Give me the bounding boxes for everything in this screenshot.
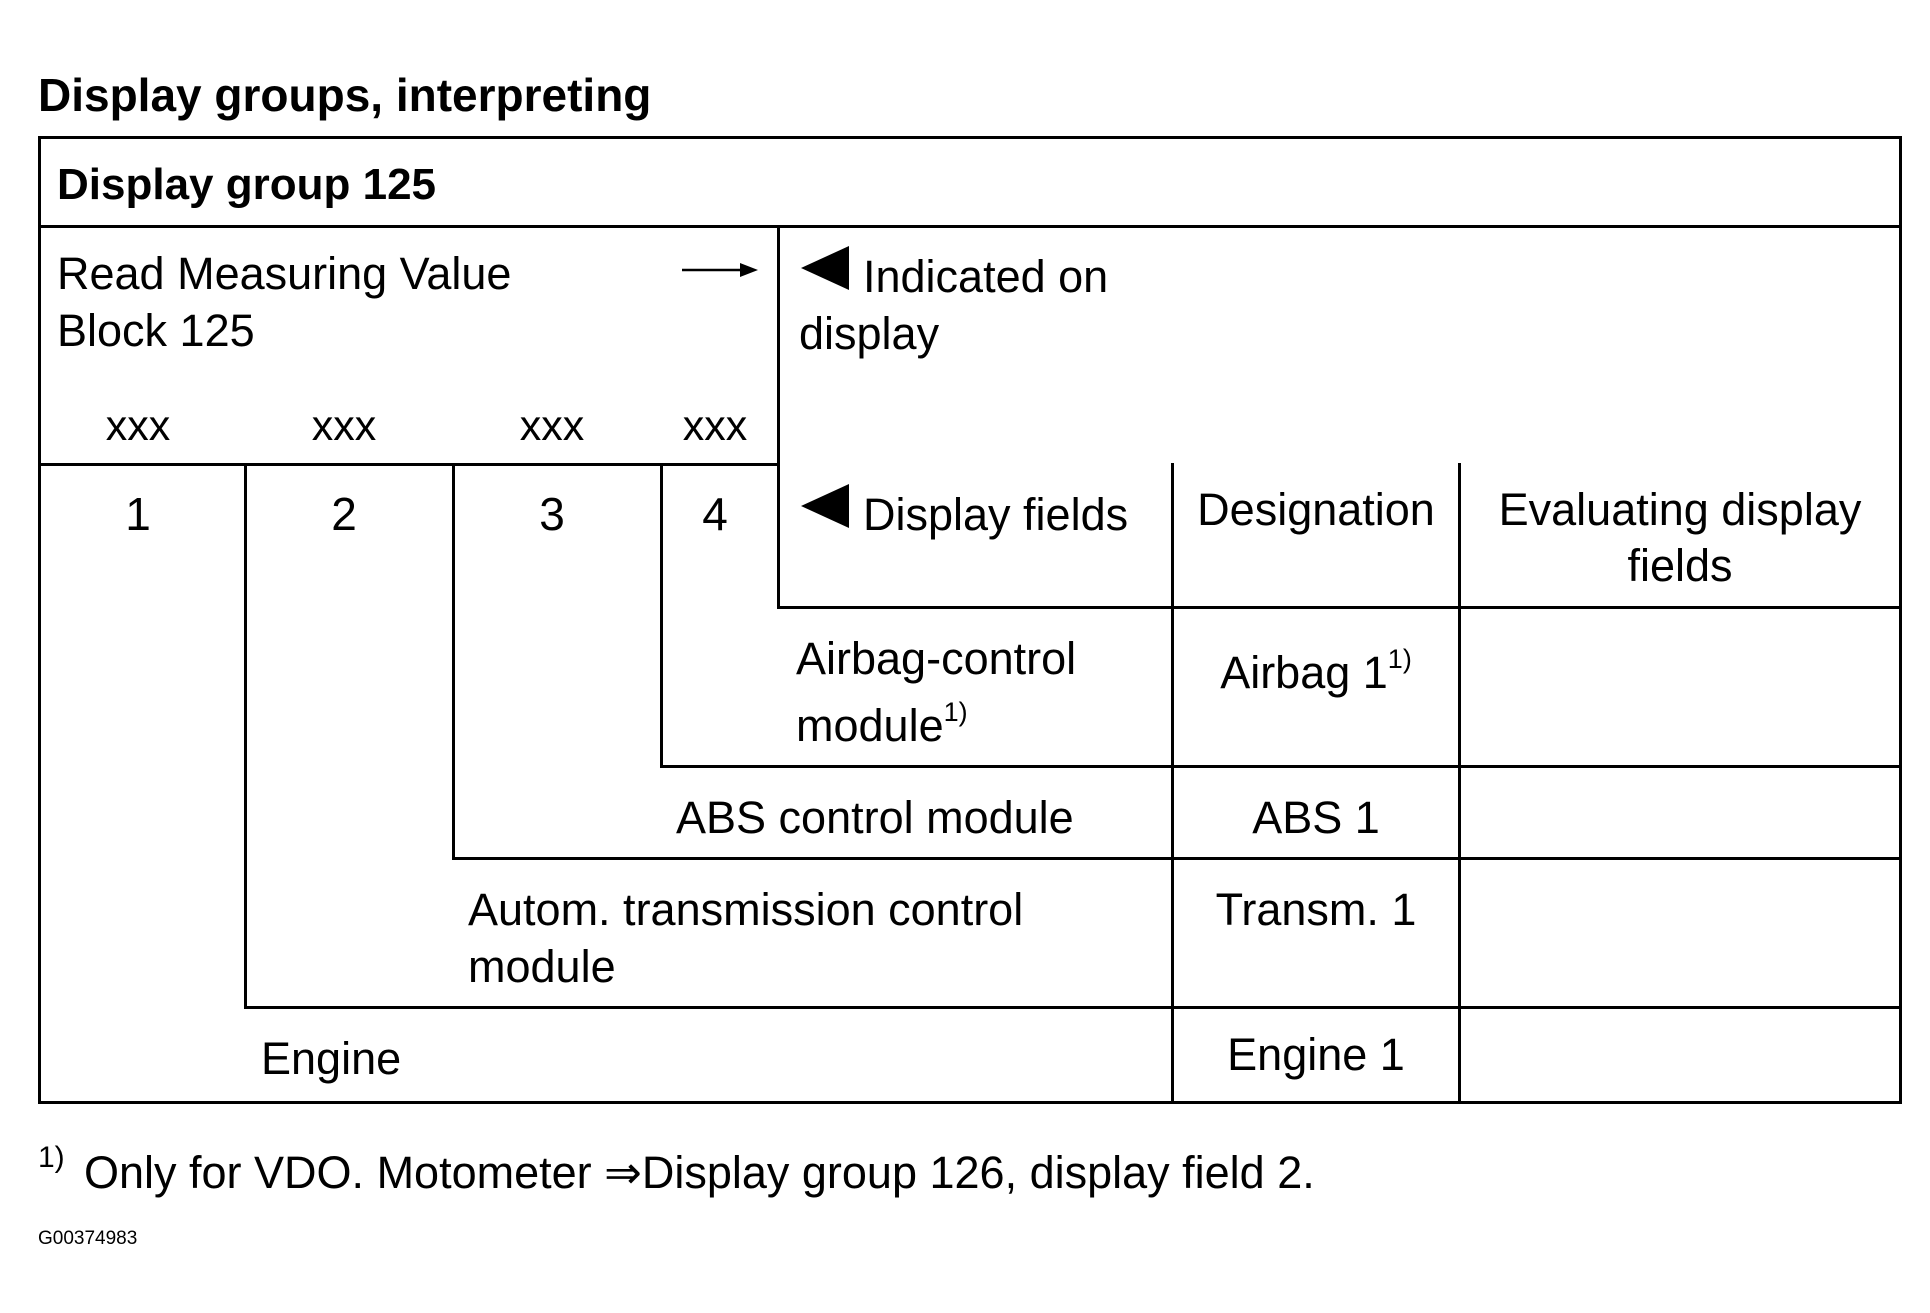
module-airbag-line2: module [796,700,944,751]
table-border-bottom [38,1101,1902,1104]
table-border-left [38,136,41,1104]
table-border-right [1899,136,1902,1104]
row-divider-transmission [244,1006,1902,1009]
footnote-ref: 1) [1387,643,1412,674]
designation-transmission: Transm. 1 [1215,884,1417,935]
arrow-right-icon [682,263,758,277]
designation-airbag-wrap: Airbag 11) [1174,645,1458,698]
module-abs: ABS control module [676,792,1074,843]
placeholder-field-3: xxx [519,402,585,450]
bracket-line-3 [452,463,455,860]
indicated-line1: Indicated on [863,251,1109,302]
display-group-title: Display group 125 [57,160,437,209]
figure-id: G00374983 [38,1228,138,1249]
placeholder-field-4: xxx [682,402,748,450]
row-divider-abs [452,857,1902,860]
placeholder-field-2: xxx [311,402,377,450]
xxx-row-divider [38,463,780,466]
module-transmission-line2: module [468,941,616,992]
field-number-3: 3 [539,488,565,540]
module-airbag-line1: Airbag-control [796,633,1077,684]
header-row-divider [777,606,1902,609]
designation-engine: Engine 1 [1227,1029,1405,1080]
header-display-fields: Display fields [863,489,1129,540]
field-number-1: 1 [125,488,151,540]
designation-airbag: Airbag 1 [1220,647,1388,698]
designation-abs: ABS 1 [1252,792,1380,843]
triangle-left-icon [801,246,849,290]
triangle-left-icon [801,484,849,528]
bracket-line-4 [660,463,663,768]
header-evaluating-line1: Evaluating display [1498,484,1862,535]
bracket-line-2 [244,463,247,1009]
field-number-2: 2 [331,488,357,540]
designation-col-divider [1171,463,1174,1104]
row-divider-airbag [660,765,1902,768]
module-transmission-line1: Autom. transmission control [468,884,1024,935]
module-engine: Engine [261,1033,402,1084]
header-evaluating-line2: fields [1627,540,1733,591]
module-airbag-line2-wrap: module1) [796,698,968,751]
read-block-line1: Read Measuring Value [57,248,512,299]
evaluating-col-divider [1458,463,1461,1104]
footnote-ref: 1) [943,696,968,727]
indicated-line2: display [799,308,940,359]
footnote-marker: 1) [38,1141,65,1174]
title-divider [38,225,1902,228]
footnote-text: Only for VDO. Motometer ⇒Display group 1… [84,1147,1315,1198]
placeholder-field-1: xxx [105,402,171,450]
field-number-4: 4 [702,488,728,540]
top-split-divider [777,225,780,609]
header-designation: Designation [1197,484,1435,535]
table-border-top [38,136,1902,139]
page-title: Display groups, interpreting [38,69,652,121]
read-block-line2: Block 125 [57,305,255,356]
